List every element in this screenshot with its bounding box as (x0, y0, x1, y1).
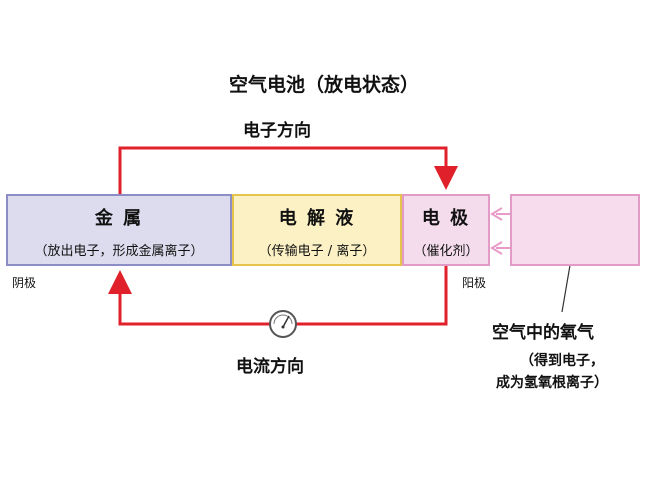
electrolyte-box: 电 解 液 （传输电子 / 离子） (232, 194, 402, 266)
oxygen-title: 空气中的氧气 (492, 323, 594, 343)
electrode-box: 电 极 （催化剂） (402, 194, 490, 266)
metal-name: 金 属 (94, 208, 144, 229)
electrolyte-name: 电 解 液 (278, 208, 356, 229)
oxygen-desc-line2: 成为氢氧根离子） (496, 375, 608, 391)
oxygen-desc-line1: （得到电子， (520, 353, 604, 369)
diagram-title: 空气电池（放电状态） (228, 74, 419, 96)
current-path-left (118, 292, 270, 326)
electron-arrowhead-icon (434, 166, 458, 190)
metal-desc: （放出电子，形成金属离子） (34, 244, 204, 259)
anode-label: 阴极 (12, 276, 37, 290)
current-arrowhead-icon (108, 270, 132, 294)
electron-path (118, 146, 448, 194)
electron-direction-label: 电子方向 (243, 121, 311, 141)
electrode-desc: （催化剂） (413, 244, 479, 259)
metal-box: 金 属 （放出电子，形成金属离子） (6, 194, 232, 266)
electrolyte-desc: （传输电子 / 离子） (258, 244, 376, 259)
current-direction-label: 电流方向 (236, 357, 304, 377)
air-box (510, 194, 640, 266)
electrode-name: 电 极 (421, 208, 471, 229)
cathode-label: 阳极 (462, 276, 487, 290)
ammeter-icon (269, 310, 297, 338)
current-path (296, 266, 448, 326)
